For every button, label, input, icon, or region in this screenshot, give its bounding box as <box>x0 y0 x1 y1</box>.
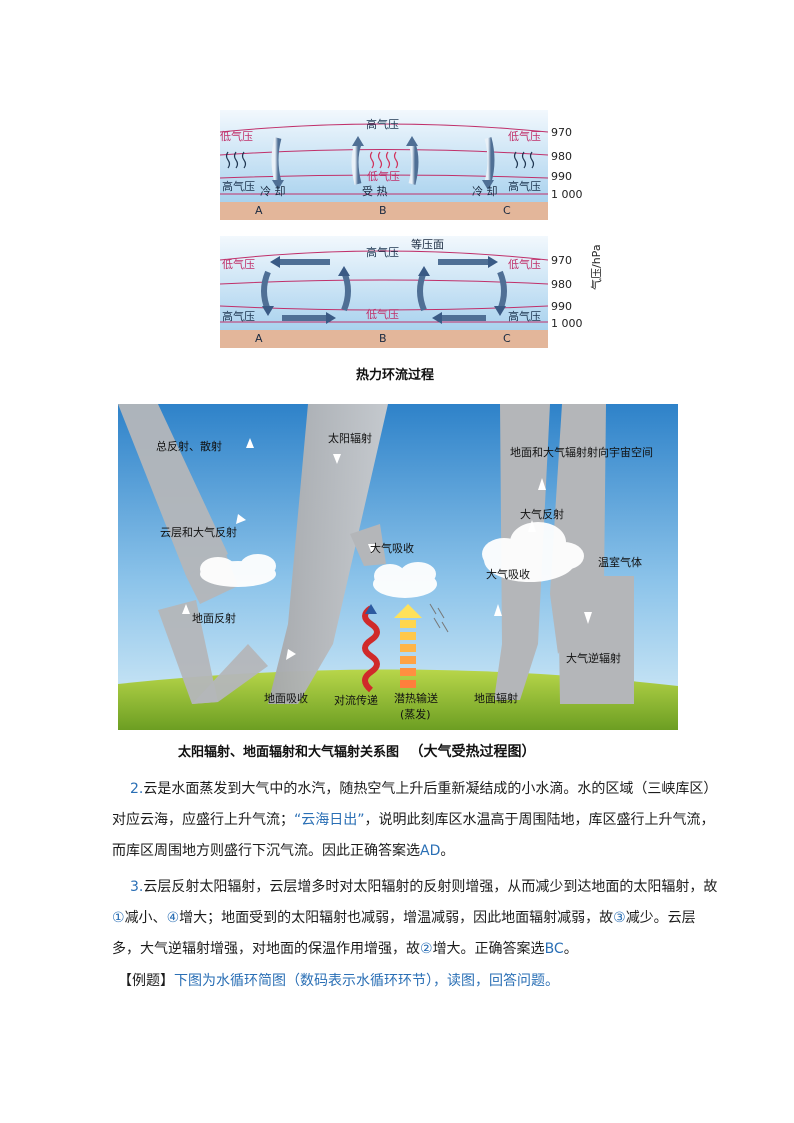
top-site-b: B <box>379 204 387 217</box>
top-high-left: 高气压 <box>222 180 255 193</box>
top-site-a: A <box>255 204 263 217</box>
answer-3-circle-3: ③ <box>613 910 626 926</box>
bottom-site-a: A <box>255 332 263 345</box>
label-atm-reflection: 大气反射 <box>520 508 564 521</box>
top-site-c: C <box>503 204 511 217</box>
heating-graphic <box>118 404 678 730</box>
answer-2-quote: “云海日出” <box>294 812 365 828</box>
answer-3-circle-2: ② <box>420 941 433 957</box>
top-high-right: 高气压 <box>508 180 541 193</box>
label-solar-radiation: 太阳辐射 <box>328 432 372 445</box>
bottom-site-b: B <box>379 332 387 345</box>
bottom-tick-970: 970 <box>551 254 572 267</box>
answer-3-text-4: 减少。云层多，大气逆辐射增强，对地面的保温作用增强，故 <box>112 910 696 957</box>
answer-3-text-2: 减小、 <box>124 910 167 926</box>
bottom-high-right: 高气压 <box>508 310 541 323</box>
top-tick-990: 990 <box>551 170 572 183</box>
label-latent-heat: 潜热输送 <box>394 692 438 705</box>
bottom-panel: 等压面 高气压 低气压 低气压 高气压 低气压 高气压 A B C <box>219 236 549 348</box>
bottom-low-center: 低气压 <box>366 308 399 321</box>
atmospheric-heating-figure: 总反射、散射 太阳辐射 地面和大气辐射射向宇宙空间 云层和大气反射 大气吸收 大… <box>118 404 678 730</box>
bottom-tick-1000: 1 000 <box>551 317 583 330</box>
heating-caption-sub: （大气受热过程图） <box>409 744 536 760</box>
bottom-site-c: C <box>503 332 511 345</box>
label-convection: 对流传递 <box>334 694 378 707</box>
heating-caption-main: 太阳辐射、地面辐射和大气辐射关系图 <box>178 745 400 760</box>
bottom-high-center: 高气压 <box>366 246 399 259</box>
label-cloud-reflection: 云层和大气反射 <box>160 526 237 539</box>
answer-3-end: 。 <box>563 941 578 957</box>
top-low-center: 低气压 <box>367 170 400 183</box>
answer-2-number: 2. <box>130 781 144 797</box>
answer-3-text-1: 云层反射太阳辐射，云层增多时对太阳辐射的反射则增强，从而减少到达地面的太阳辐射，… <box>143 879 718 895</box>
top-tick-970: 970 <box>551 126 572 139</box>
label-ground-absorb: 地面吸收 <box>264 692 308 705</box>
answer-3-circle-4: ④ <box>166 910 180 926</box>
bottom-high-left: 高气压 <box>222 310 255 323</box>
answer-2: 2.云是水面蒸发到大气中的水汽，随热空气上升后重新凝结成的小水滴。水的区域（三峡… <box>112 774 722 867</box>
example-text: 下图为水循环简图（数码表示水循环环节），读图，回答问题。 <box>174 973 559 989</box>
label-ground-reflection: 地面反射 <box>192 612 236 625</box>
top-tick-980: 980 <box>551 150 572 163</box>
answer-2-text-1: 云是水面蒸发到大气中的水汽，随热空气上升后重新凝结成的小水滴。水的区域（三峡库区… <box>112 781 718 828</box>
answer-3-choice: BC <box>544 941 564 957</box>
top-cool-left: 冷 却 <box>260 185 286 198</box>
top-tick-1000: 1 000 <box>551 188 583 201</box>
answer-2-end: 。 <box>440 843 455 859</box>
answer-2-choice: AD <box>420 843 441 859</box>
isobar-label: 等压面 <box>411 238 444 251</box>
answer-3: 3.云层反射太阳辐射，云层增多时对太阳辐射的反射则增强，从而减少到达地面的太阳辐… <box>112 872 722 965</box>
label-ground-radiation: 地面辐射 <box>474 692 518 705</box>
top-heat-center: 受 热 <box>362 185 388 198</box>
label-back-radiation: 大气逆辐射 <box>566 652 621 665</box>
label-atm-absorb-left: 大气吸收 <box>370 542 414 555</box>
pressure-axis-label: 气压/hPa <box>590 244 603 290</box>
heating-caption: 太阳辐射、地面辐射和大气辐射关系图 （大气受热过程图） <box>178 741 536 761</box>
top-cool-right: 冷 却 <box>472 185 498 198</box>
top-low-right: 低气压 <box>508 130 541 143</box>
top-high-center: 高气压 <box>366 118 399 131</box>
example-question: 【例题】下图为水循环简图（数码表示水循环环节），读图，回答问题。 <box>112 966 722 997</box>
bottom-tick-990: 990 <box>551 300 572 313</box>
answer-3-circle-1: ① <box>112 910 125 926</box>
example-tag: 【例题】 <box>118 973 174 989</box>
bottom-low-left: 低气压 <box>222 258 255 271</box>
label-evaporation: (蒸发) <box>400 708 431 721</box>
top-panel: 低气压 高气压 低气压 低气压 高气压 高气压 冷 却 受 热 冷 却 A B … <box>219 110 549 220</box>
bottom-low-right: 低气压 <box>508 258 541 271</box>
answer-3-text-3: 增大；地面受到的太阳辐射也减弱，增温减弱，因此地面辐射减弱，故 <box>179 910 614 926</box>
answer-3-text-5: 增大。正确答案选 <box>432 941 545 957</box>
bottom-panel-graphic <box>219 236 549 348</box>
label-to-space: 地面和大气辐射射向宇宙空间 <box>510 446 653 459</box>
top-low-left: 低气压 <box>220 130 253 143</box>
answer-3-number: 3. <box>130 879 144 895</box>
thermal-circulation-caption: 热力环流过程 <box>356 368 435 383</box>
label-greenhouse-gas: 温室气体 <box>598 556 642 569</box>
label-atm-absorb-right: 大气吸收 <box>486 568 530 581</box>
label-total-reflection: 总反射、散射 <box>156 440 222 453</box>
answer-2-text-2: ，说明此刻库区水温高于周围陆地，库区盛行上升气流，而库区周围地方则盛行下沉气流。… <box>112 812 715 859</box>
top-panel-graphic <box>219 110 549 220</box>
bottom-tick-980: 980 <box>551 278 572 291</box>
